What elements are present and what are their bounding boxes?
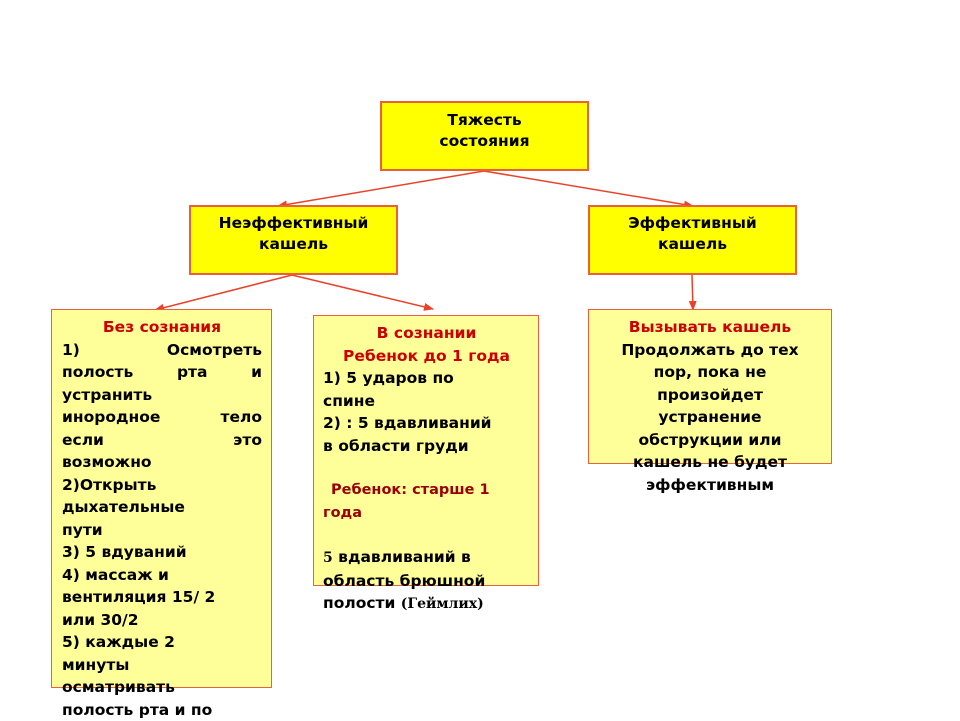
unconscious-line: полость рта и по: [62, 699, 262, 721]
conscious-heimlich-line: область брюшной: [323, 570, 530, 593]
unconscious-line: 1) Осмотреть: [62, 339, 262, 362]
unconscious-line: минуты: [62, 654, 262, 677]
cough-line: эффективным: [593, 474, 827, 497]
unconscious-line: инородное тело: [62, 406, 262, 429]
cough-line: пор, пока не: [593, 361, 827, 384]
root-node-line2: состояния: [382, 131, 587, 152]
ineffective-cough-line2: кашель: [191, 234, 396, 255]
unconscious-line: вентиляция 15/ 2: [62, 586, 262, 609]
conscious-line: 2) : 5 вдавливаний: [323, 412, 530, 435]
conscious-heimlich-line: полости (Геймлих): [323, 592, 530, 616]
cough-line: произойдет: [593, 384, 827, 407]
arrow-ineffective-to-unconscious: [155, 275, 292, 310]
heimlich-name: (Геймлих): [401, 596, 484, 612]
unconscious-line: 4) массаж и: [62, 564, 262, 587]
heimlich-count: 5: [323, 550, 333, 566]
arrow-ineffective-to-conscious: [292, 275, 433, 309]
effective-cough-node: Эффективный кашель: [588, 205, 797, 275]
conscious-line: спине: [323, 390, 530, 413]
ineffective-cough-node: Неэффективный кашель: [189, 205, 398, 275]
cough-box: Вызывать кашель Продолжать до тех пор, п…: [588, 309, 832, 464]
cough-title: Вызывать кашель: [593, 316, 827, 339]
unconscious-line: пути: [62, 519, 262, 542]
cough-line: Продолжать до тех: [593, 339, 827, 362]
heimlich-text: полости: [323, 594, 401, 612]
arrow-effective-to-cough: [692, 275, 693, 310]
unconscious-line: 2)Открыть: [62, 474, 262, 497]
unconscious-box: Без сознания 1) Осмотреть полость рта и …: [51, 309, 272, 688]
unconscious-line: 3) 5 вдуваний: [62, 541, 262, 564]
unconscious-line: если это: [62, 429, 262, 452]
conscious-subtitle: Ребенок до 1 года: [323, 345, 530, 368]
conscious-title: В сознании: [323, 322, 530, 345]
unconscious-line: осматривать: [62, 676, 262, 699]
conscious-heimlich-line: 5 вдавливаний в: [323, 546, 530, 570]
arrow-root-to-effective: [484, 171, 693, 206]
ineffective-cough-line1: Неэффективный: [191, 213, 396, 234]
unconscious-line: или 30/2: [62, 609, 262, 632]
root-node-line1: Тяжесть: [382, 110, 587, 131]
conscious-line: 1) 5 ударов по: [323, 367, 530, 390]
conscious-older-line: года: [323, 502, 530, 525]
arrow-root-to-ineffective: [278, 171, 484, 206]
unconscious-line: полость рта и: [62, 361, 262, 384]
cough-line: обструкции или: [593, 429, 827, 452]
effective-cough-line1: Эффективный: [590, 213, 795, 234]
cough-line: устранение: [593, 406, 827, 429]
unconscious-line: 5) каждые 2: [62, 631, 262, 654]
unconscious-title: Без сознания: [62, 316, 262, 339]
root-node: Тяжесть состояния: [380, 101, 589, 171]
cough-line: кашель не будет: [593, 451, 827, 474]
unconscious-line: устранить: [62, 384, 262, 407]
heimlich-text: вдавливаний в: [333, 548, 471, 566]
unconscious-line: возможно: [62, 451, 262, 474]
effective-cough-line2: кашель: [590, 234, 795, 255]
conscious-line: в области груди: [323, 435, 530, 458]
conscious-older-line: Ребенок: старше 1: [323, 479, 530, 502]
unconscious-line: дыхательные: [62, 496, 262, 519]
conscious-box: В сознании Ребенок до 1 года 1) 5 ударов…: [313, 315, 539, 586]
